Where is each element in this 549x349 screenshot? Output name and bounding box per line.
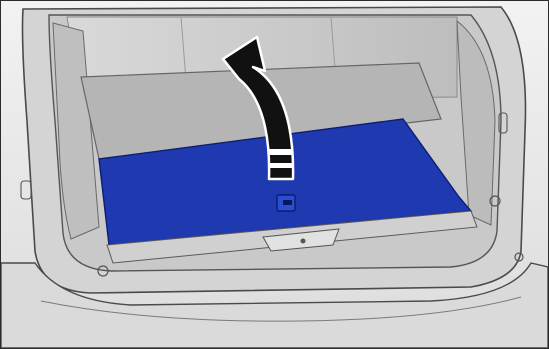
deck-board-handle-icon	[277, 195, 295, 211]
latch-dot	[301, 239, 306, 244]
